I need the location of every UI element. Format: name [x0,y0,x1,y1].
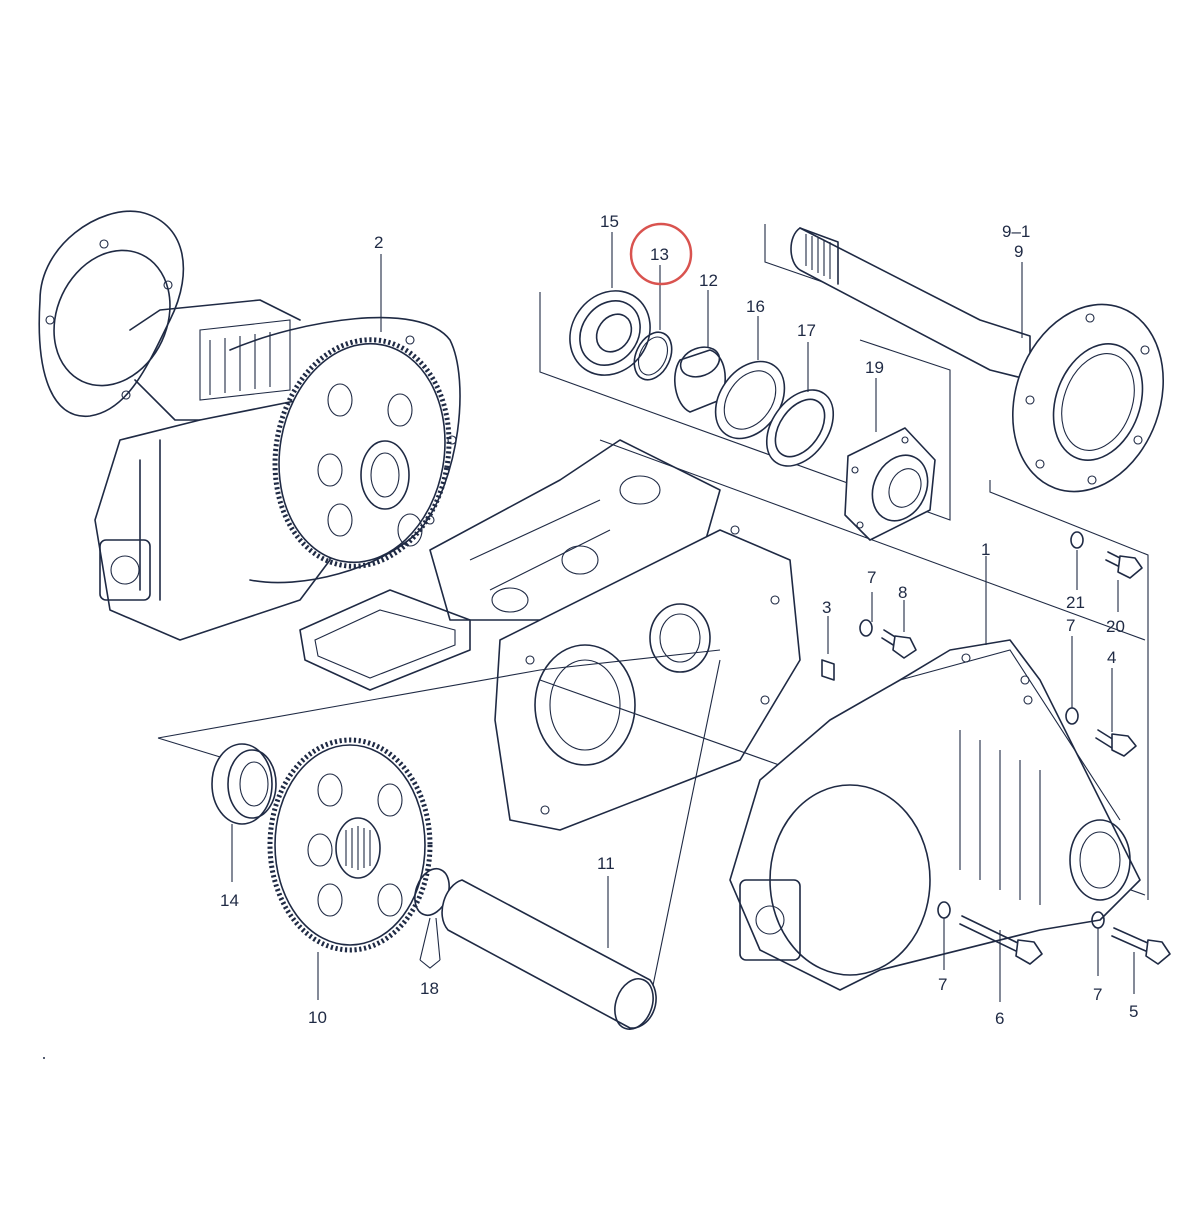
part-7-washer-a [859,619,873,637]
callout-4: 4 [1107,648,1116,667]
part-16-seal [714,316,786,440]
callout-16: 16 [746,297,765,316]
callout-7d: 7 [1093,985,1102,1004]
part-19-bearing-cover [844,378,936,541]
part-7-washer-b [1065,707,1079,725]
callout-2: 2 [374,233,383,252]
callout-12: 12 [699,271,718,290]
part-4-bolt [1095,668,1137,757]
callout-20: 20 [1106,617,1125,636]
part-12-bushing [674,290,726,413]
callout-7a: 7 [867,568,876,587]
center-housing [299,439,801,831]
part-9-axle-shaft [790,227,1165,493]
callout-11: 11 [597,854,615,873]
callout-21: 21 [1066,593,1085,612]
part-17-oil-seal [765,342,835,467]
callout-9-1: 9–1 [1002,222,1030,241]
callout-19: 19 [865,358,884,377]
callout-3: 3 [822,598,831,617]
part-6-bolt [959,915,1043,1002]
part-1-right-housing [729,556,1141,991]
callout-18: 18 [420,979,439,998]
part-10-gear [267,737,433,1000]
fasteners [821,531,1171,1002]
callout-10: 10 [308,1008,327,1027]
callout-7c: 7 [938,975,947,994]
part-2-gear-housing [38,210,461,641]
scan-speck [43,1057,45,1059]
callout-7b: 7 [1066,616,1075,635]
callout-6: 6 [995,1009,1004,1028]
callout-labels: 2 15 13 12 16 17 19 9–1 9 1 21 20 7 8 3 … [220,212,1138,1028]
callout-8: 8 [898,583,907,602]
part-11-sleeve [441,876,657,1030]
callout-5: 5 [1129,1002,1138,1021]
part-3-dowel-pin [821,616,835,681]
callout-15: 15 [600,212,619,231]
callout-9: 9 [1014,242,1023,261]
highlight-circle-13 [629,222,693,286]
part-21-washer [1070,531,1084,549]
part-5-bolt [1111,927,1171,994]
callout-1: 1 [981,540,990,559]
part-13-snap-ring [633,265,673,381]
callout-13: 13 [650,245,669,264]
part-8-bolt [881,600,917,659]
callout-14: 14 [220,891,239,910]
callout-17: 17 [797,321,816,340]
part-15-bearing [569,232,651,376]
part-14-bearing [211,743,277,882]
part-20-bolt [1105,551,1143,612]
